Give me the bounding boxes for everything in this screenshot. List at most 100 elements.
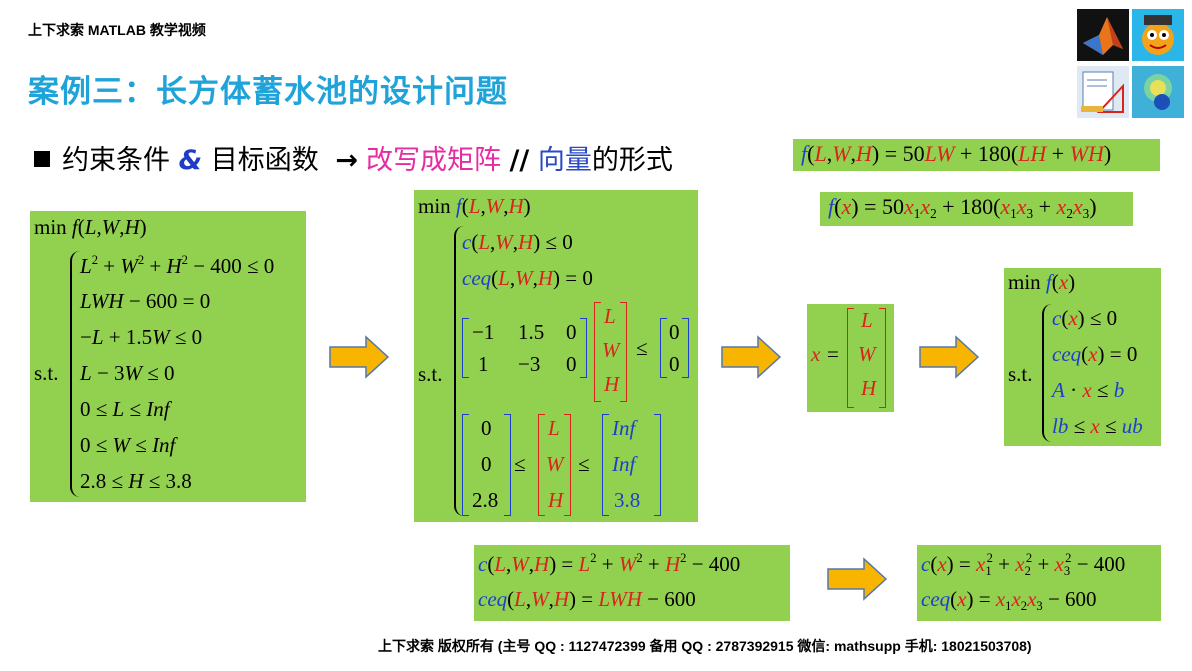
- heatmap-icon: [1132, 66, 1184, 118]
- box4-objective: min f(x): [1008, 270, 1076, 294]
- box2-ub-leq-symbol: ≤: [578, 452, 590, 476]
- footer-copyright: 上下求索 版权所有 (主号 QQ : 1127472399 备用 QQ : 27…: [378, 638, 1032, 654]
- drafting-tools-icon: [1077, 66, 1129, 118]
- x-equals-symbol: =: [827, 342, 839, 366]
- bound-var-left-bracket: [538, 414, 545, 516]
- box1-constraint-4: L − 3W ≤ 0: [80, 361, 175, 385]
- matrix-a-left-bracket: [462, 318, 469, 378]
- arrow-right-icon: [827, 557, 888, 601]
- subtitle-rewrite: 改写成: [365, 145, 447, 176]
- subtitle-ampersand: &: [178, 145, 203, 176]
- header-topline: 上下求索 MATLAB 教学视频: [28, 22, 206, 38]
- ub-vector-right-bracket: [654, 414, 661, 516]
- x-vector-right-bracket: [879, 308, 886, 408]
- section-subtitle: 约束条件 & 目标函数 →改写成矩阵 // 向量的形式: [34, 138, 673, 177]
- box1-objective: min f(L,W,H): [34, 215, 147, 239]
- box1-st-label: s.t.: [34, 361, 59, 385]
- matrix-a-cell: 1.5: [518, 320, 545, 344]
- box1-constraint-1: L2 + W2 + H2 − 400 ≤ 0: [80, 253, 275, 278]
- bullet-square-icon: [34, 151, 50, 167]
- ub-vector-cell: Inf: [612, 416, 636, 440]
- box4-constraint-4: lb ≤ x ≤ ub: [1052, 414, 1143, 438]
- var-vector-cell: W: [602, 338, 620, 362]
- x-symbol: x: [811, 342, 821, 366]
- lb-vector-cell: 0: [481, 416, 492, 440]
- x-vector-cell: H: [861, 376, 877, 400]
- objective-x-equation: f(x) = 50x1x2 + 180(x1x3 + x2x3): [828, 194, 1097, 221]
- box2-leq-symbol: ≤: [636, 336, 648, 360]
- nonlinear-lwh-c: c(L,W,H) = L2 + W2 + H2 − 400: [478, 551, 741, 576]
- arrow-right-icon: [329, 335, 390, 379]
- original-model-box: min f(L,W,H) s.t. L2 + W2 + H2 − 400 ≤ 0…: [30, 211, 306, 502]
- subtitle-slash: //: [509, 145, 530, 176]
- subtitle-constraints: 约束条件: [62, 145, 170, 176]
- box1-constraint-2: LWH − 600 = 0: [80, 289, 211, 313]
- matrix-a-cell: −1: [472, 320, 495, 344]
- matrix-a-cell: 0: [566, 352, 577, 376]
- nonlinear-lwh-box: c(L,W,H) = L2 + W2 + H2 − 400 ceq(L,W,H)…: [474, 545, 790, 621]
- box1-constraint-3: −L + 1.5W ≤ 0: [80, 325, 203, 349]
- objective-lwh-box: f(L,W,H) = 50LW + 180(LH + WH): [793, 139, 1160, 171]
- nonlinear-x-ceq: ceq(x) = x1x2x3 − 600: [921, 587, 1097, 613]
- subtitle-form: 的形式: [591, 145, 673, 176]
- box4-st-label: s.t.: [1008, 362, 1033, 386]
- arrow-right-icon: [721, 335, 782, 379]
- var-vector-cell: H: [604, 372, 620, 396]
- ub-vector-cell: Inf: [612, 452, 636, 476]
- box4-constraint-1: c(x) ≤ 0: [1052, 306, 1118, 330]
- general-model-box: min f(x) s.t. c(x) ≤ 0 ceq(x) = 0 A · x …: [1004, 268, 1161, 446]
- box2-c-line: c(L,W,H) ≤ 0: [462, 230, 573, 254]
- matrix-a-cell: 1: [478, 352, 489, 376]
- nonlinear-x-c: c(x) = x12 + x22 + x32 − 400: [921, 551, 1126, 578]
- nonlinear-lwh-ceq: ceq(L,W,H) = LWH − 600: [478, 587, 696, 611]
- subtitle-objective: 目标函数: [210, 145, 319, 176]
- b-vector-right-bracket: [682, 318, 689, 378]
- box4-brace: [1042, 304, 1052, 442]
- bound-var-cell: H: [548, 488, 564, 512]
- bound-var-cell: W: [546, 452, 564, 476]
- b-vector-cell: 0: [669, 352, 680, 376]
- lb-vector-cell: 0: [481, 452, 492, 476]
- objective-lwh-equation: f(L,W,H) = 50LW + 180(LH + WH): [801, 141, 1112, 166]
- matrix-a-cell: −3: [518, 352, 541, 376]
- box2-brace: [454, 226, 464, 516]
- bound-var-right-bracket: [564, 414, 571, 516]
- x-vector-left-bracket: [847, 308, 854, 408]
- bound-var-cell: L: [548, 416, 560, 440]
- b-vector-left-bracket: [660, 318, 667, 378]
- b-vector-cell: 0: [669, 320, 680, 344]
- cartoon-character-icon: [1132, 9, 1184, 61]
- matrix-model-box: min f(L,W,H) s.t. c(L,W,H) ≤ 0 ceq(L,W,H…: [414, 190, 698, 522]
- box1-constraint-5: 0 ≤ L ≤ Inf: [80, 397, 170, 421]
- objective-x-box: f(x) = 50x1x2 + 180(x1x3 + x2x3): [820, 192, 1133, 226]
- arrow-right-icon: [919, 335, 980, 379]
- matlab-logo-icon: [1077, 9, 1129, 61]
- subtitle-arrow-icon: →: [335, 145, 358, 176]
- box2-objective: min f(L,W,H): [418, 194, 531, 218]
- ub-vector-cell: 3.8: [614, 488, 641, 512]
- logo-group: [1077, 9, 1185, 121]
- box1-constraint-6: 0 ≤ W ≤ Inf: [80, 433, 176, 457]
- subtitle-vector: 向量: [537, 145, 592, 176]
- var-vector-cell: L: [604, 304, 616, 328]
- lb-vector-cell: 2.8: [472, 488, 499, 512]
- box1-brace: [70, 251, 80, 497]
- nonlinear-x-box: c(x) = x12 + x22 + x32 − 400 ceq(x) = x1…: [917, 545, 1161, 621]
- lb-vector-left-bracket: [462, 414, 469, 516]
- matrix-a-right-bracket: [580, 318, 587, 378]
- ub-vector-left-bracket: [602, 414, 609, 516]
- var-vector-right-bracket: [620, 302, 627, 402]
- lb-vector-right-bracket: [504, 414, 511, 516]
- matrix-a-cell: 0: [566, 320, 577, 344]
- box2-lb-leq-symbol: ≤: [514, 452, 526, 476]
- box4-constraint-3: A · x ≤ b: [1052, 378, 1125, 402]
- box2-st-label: s.t.: [418, 362, 443, 386]
- slide-title: 案例三：长方体蓄水池的设计问题: [28, 74, 508, 110]
- box4-constraint-2: ceq(x) = 0: [1052, 342, 1138, 366]
- x-vector-cell: W: [858, 342, 876, 366]
- box1-constraint-7: 2.8 ≤ H ≤ 3.8: [80, 469, 192, 493]
- subtitle-matrix: 矩阵: [446, 145, 501, 176]
- x-vector-cell: L: [861, 308, 873, 332]
- var-vector-left-bracket: [594, 302, 601, 402]
- x-definition-box: x = L W H: [807, 304, 894, 412]
